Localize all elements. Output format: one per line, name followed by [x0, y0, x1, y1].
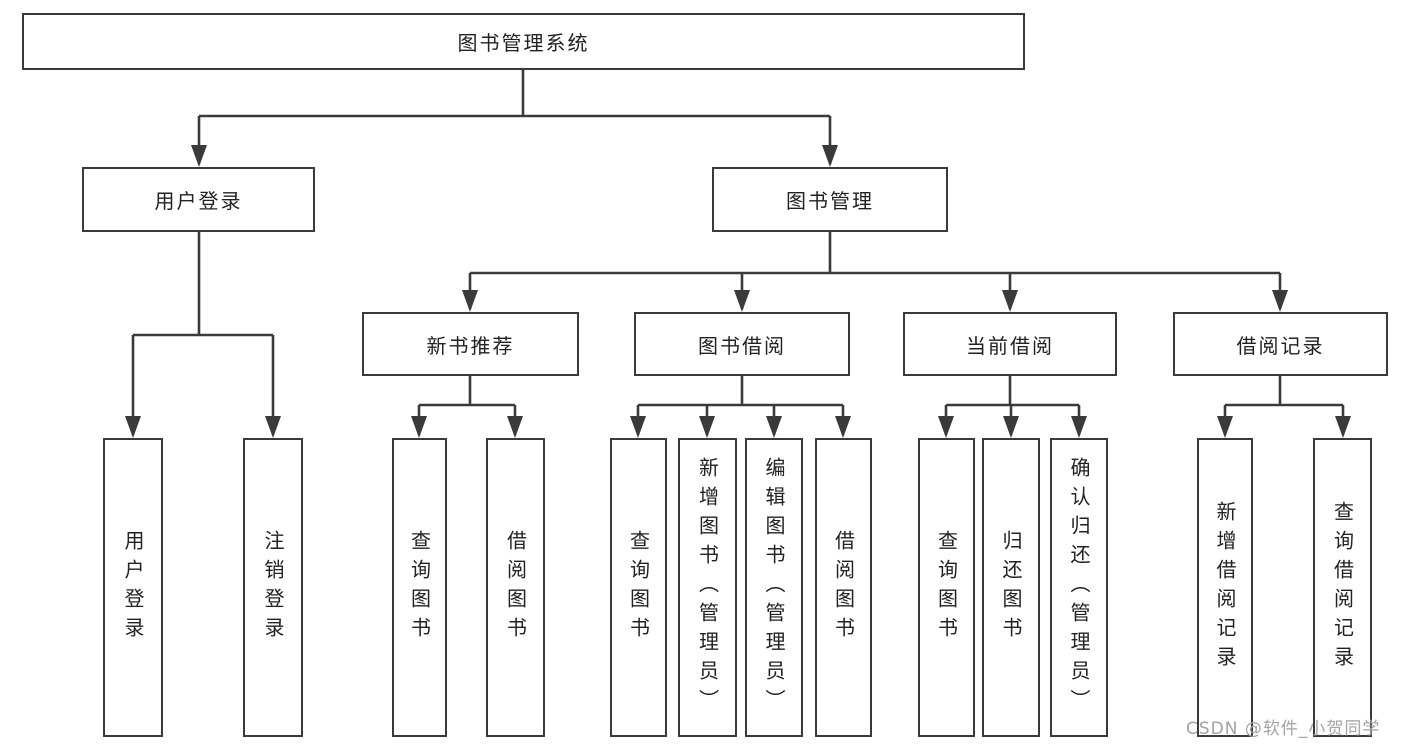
arrowhead-icon — [1002, 290, 1018, 312]
arrowhead-icon — [938, 416, 954, 438]
node-leaf-edit-book: 编辑图书（管理员） — [745, 438, 803, 737]
edge-from-book-management — [468, 232, 1282, 309]
arrowhead-icon — [734, 290, 750, 312]
arrowhead-icon — [125, 416, 141, 438]
arrowhead-icon — [507, 416, 523, 438]
arrowhead-icon — [191, 145, 207, 167]
node-leaf-query-borrow-record: 查询借阅记录 — [1313, 438, 1372, 737]
arrowhead-icon — [766, 416, 782, 438]
node-label-leaf-add-borrow-record: 新增借阅记录 — [1213, 500, 1237, 675]
arrowhead-icon — [1335, 416, 1351, 438]
watermark-text: CSDN @软件_小贺同学 — [1186, 719, 1381, 739]
node-label-root: 图书管理系统 — [457, 31, 590, 55]
node-leaf-query-book-3: 查询图书 — [918, 438, 975, 737]
node-label-leaf-query-book-1: 查询图书 — [407, 529, 432, 646]
arrowhead-icon — [1217, 416, 1233, 438]
arrowhead-icon — [822, 145, 838, 167]
node-leaf-logout: 注销登录 — [243, 438, 303, 737]
node-leaf-query-book-1: 查询图书 — [392, 438, 447, 737]
node-borrowing-records: 借阅记录 — [1173, 312, 1388, 376]
arrowhead-icon — [630, 416, 646, 438]
node-leaf-return-book: 归还图书 — [982, 438, 1040, 737]
edge-from-new-book-recommend — [417, 376, 517, 435]
arrowhead-icon — [699, 416, 715, 438]
arrowhead-icon — [411, 416, 427, 438]
node-label-new-book-recommend: 新书推荐 — [426, 333, 515, 358]
node-label-current-borrowing: 当前借阅 — [966, 333, 1054, 358]
node-label-leaf-logout: 注销登录 — [261, 529, 285, 646]
node-leaf-add-book: 新增图书（管理员） — [678, 438, 737, 737]
node-user-login: 用户登录 — [82, 167, 315, 232]
node-label-leaf-user-login: 用户登录 — [121, 529, 145, 646]
node-label-leaf-borrow-book-1: 借阅图书 — [503, 529, 528, 646]
arrowhead-icon — [1272, 290, 1288, 312]
node-leaf-user-login: 用户登录 — [103, 438, 163, 737]
node-label-leaf-query-book-2: 查询图书 — [626, 529, 651, 646]
arrowhead-icon — [1071, 416, 1087, 438]
arrowhead-icon — [462, 290, 478, 312]
node-book-management: 图书管理 — [712, 167, 948, 232]
node-label-leaf-return-book: 归还图书 — [999, 529, 1023, 646]
node-label-leaf-query-borrow-record: 查询借阅记录 — [1330, 500, 1355, 675]
node-leaf-confirm-return: 确认归还（管理员） — [1050, 438, 1108, 737]
edge-from-user-login — [131, 232, 275, 435]
node-label-leaf-edit-book: 编辑图书（管理员） — [762, 457, 786, 718]
edge-from-root — [197, 70, 832, 164]
edge-from-book-borrowing — [636, 376, 845, 435]
node-root: 图书管理系统 — [22, 13, 1025, 70]
node-current-borrowing: 当前借阅 — [903, 312, 1117, 376]
arrowhead-icon — [1003, 416, 1019, 438]
edge-from-borrowing-records — [1223, 376, 1345, 435]
node-leaf-borrow-book-2: 借阅图书 — [815, 438, 872, 737]
arrowhead-icon — [265, 416, 281, 438]
node-label-leaf-query-book-3: 查询图书 — [934, 529, 959, 646]
node-label-borrowing-records: 借阅记录 — [1236, 333, 1325, 358]
node-label-book-borrowing: 图书借阅 — [698, 333, 786, 358]
node-label-leaf-add-book: 新增图书（管理员） — [695, 457, 720, 718]
node-new-book-recommend: 新书推荐 — [362, 312, 579, 376]
node-leaf-query-book-2: 查询图书 — [610, 438, 667, 737]
node-book-borrowing: 图书借阅 — [634, 312, 850, 376]
node-label-leaf-borrow-book-2: 借阅图书 — [831, 529, 856, 646]
arrowhead-icon — [835, 416, 851, 438]
node-leaf-borrow-book-1: 借阅图书 — [486, 438, 545, 737]
node-leaf-add-borrow-record: 新增借阅记录 — [1197, 438, 1253, 737]
node-label-user-login: 用户登录 — [154, 189, 243, 213]
node-label-book-management: 图书管理 — [786, 189, 874, 213]
node-label-leaf-confirm-return: 确认归还（管理员） — [1067, 457, 1091, 718]
